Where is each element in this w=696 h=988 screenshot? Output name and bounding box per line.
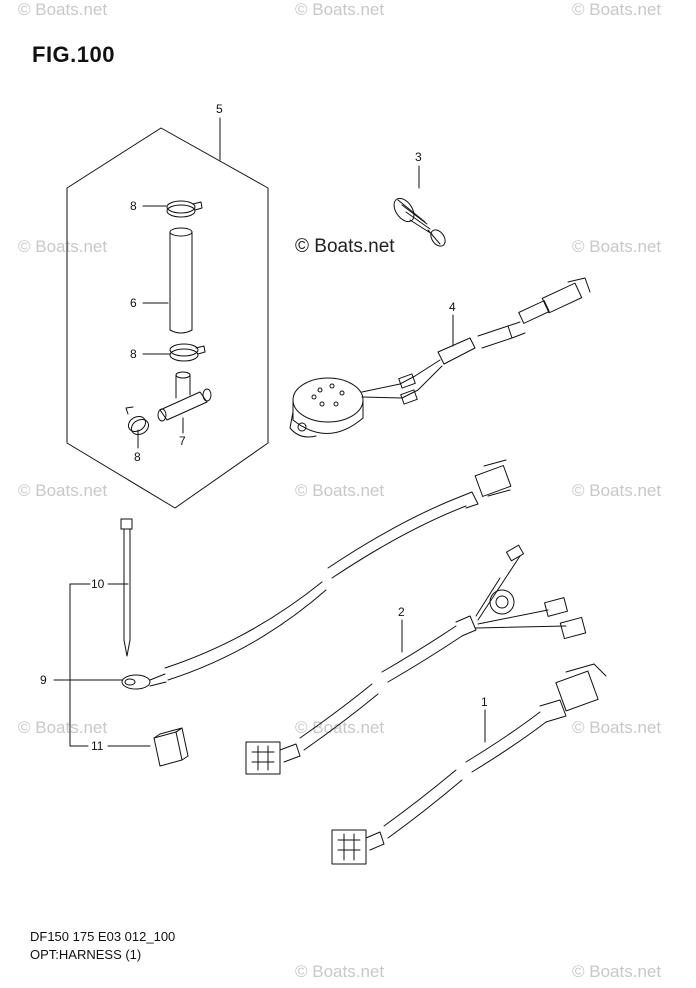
watermark: © Boats.net	[572, 718, 662, 737]
callout-8-bottom: 8	[134, 450, 141, 464]
watermark: © Boats.net	[295, 962, 385, 981]
callout-7: 7	[179, 434, 186, 448]
watermark: © Boats.net	[295, 718, 385, 737]
hose-clamp-middle	[169, 343, 206, 362]
plug	[393, 197, 446, 247]
watermark: © Boats.net	[18, 718, 108, 737]
watermark: © Boats.net	[18, 481, 108, 500]
figure-title: FIG.100	[32, 42, 115, 67]
callout-1: 1	[481, 695, 488, 709]
t-joint	[157, 371, 212, 422]
main-harness	[245, 544, 587, 775]
kit-outline	[66, 127, 269, 509]
callout-2: 2	[398, 605, 405, 619]
ground-lead	[121, 459, 512, 690]
callout-4: 4	[449, 300, 456, 314]
callout-5: 5	[216, 102, 223, 116]
cable-tie	[120, 518, 133, 657]
extension-harness	[331, 663, 607, 865]
hose-clamp-top	[166, 200, 203, 218]
model-code: DF150 175 E03 012_100	[30, 929, 176, 944]
watermark: © Boats.net	[572, 237, 662, 256]
callout-3: 3	[415, 150, 422, 164]
callout-8-middle: 8	[130, 347, 137, 361]
watermark: © Boats.net	[572, 0, 662, 19]
fuse	[153, 727, 189, 767]
watermark: © Boats.net	[18, 0, 108, 19]
callout-11: 11	[91, 739, 104, 753]
buzzer-harness	[289, 277, 591, 438]
watermark: © Boats.net	[18, 237, 108, 256]
callout-9: 9	[40, 673, 47, 687]
watermark-center: © Boats.net	[295, 236, 395, 257]
leader-lines	[53, 117, 486, 747]
callout-6: 6	[130, 296, 137, 310]
watermark: © Boats.net	[572, 481, 662, 500]
watermark: © Boats.net	[295, 0, 385, 19]
watermark: © Boats.net	[295, 481, 385, 500]
group-name: OPT:HARNESS (1)	[30, 947, 142, 962]
hose-clamp-bottom	[125, 406, 150, 436]
callout-8-top: 8	[130, 199, 137, 213]
hose	[169, 227, 193, 334]
callout-10: 10	[91, 577, 105, 591]
watermark: © Boats.net	[572, 962, 662, 981]
